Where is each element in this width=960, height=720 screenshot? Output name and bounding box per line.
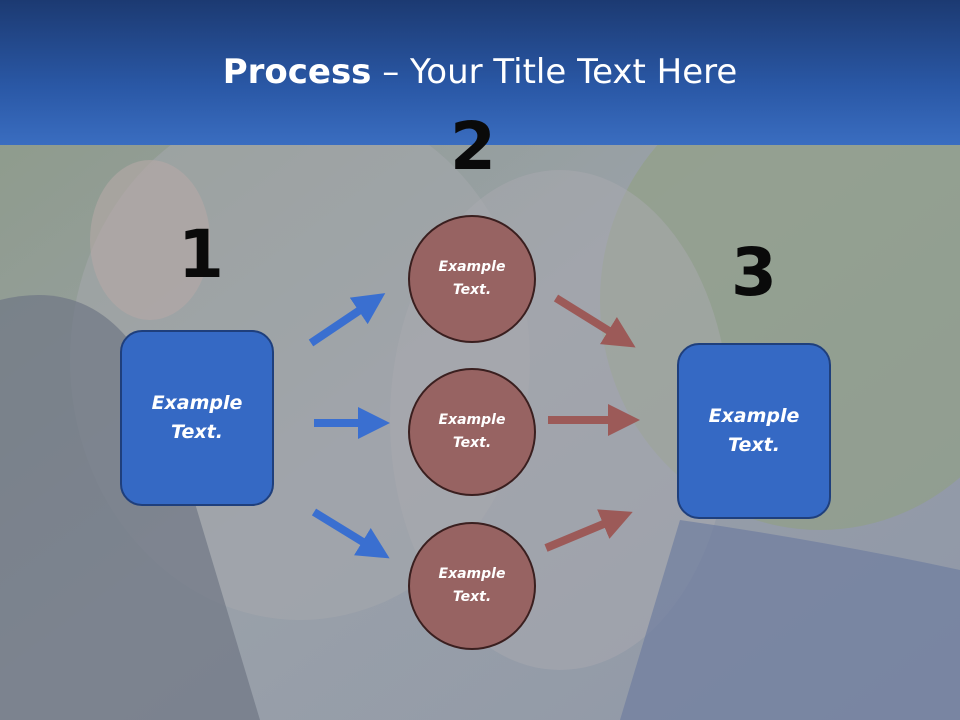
header-bar bbox=[0, 0, 960, 145]
arrow-from-top-circle bbox=[553, 294, 636, 348]
step-number-1: 1 bbox=[178, 216, 224, 293]
title-bold: Process bbox=[222, 52, 372, 92]
step-number-2: 2 bbox=[450, 108, 496, 185]
circle-top: Example Text. bbox=[408, 215, 536, 343]
left-process-box: Example Text. bbox=[120, 330, 274, 506]
circle-bottom: Example Text. bbox=[408, 522, 536, 650]
title-rest: – Your Title Text Here bbox=[371, 52, 738, 92]
slide-title: Process – Your Title Text Here bbox=[0, 52, 960, 92]
arrow-from-bottom-circle bbox=[544, 509, 633, 552]
arrow-to-bottom-circle bbox=[311, 508, 390, 559]
right-process-box: Example Text. bbox=[677, 343, 831, 519]
step-number-3: 3 bbox=[731, 234, 777, 311]
arrow-to-top-circle bbox=[308, 293, 386, 347]
circle-middle: Example Text. bbox=[408, 368, 536, 496]
